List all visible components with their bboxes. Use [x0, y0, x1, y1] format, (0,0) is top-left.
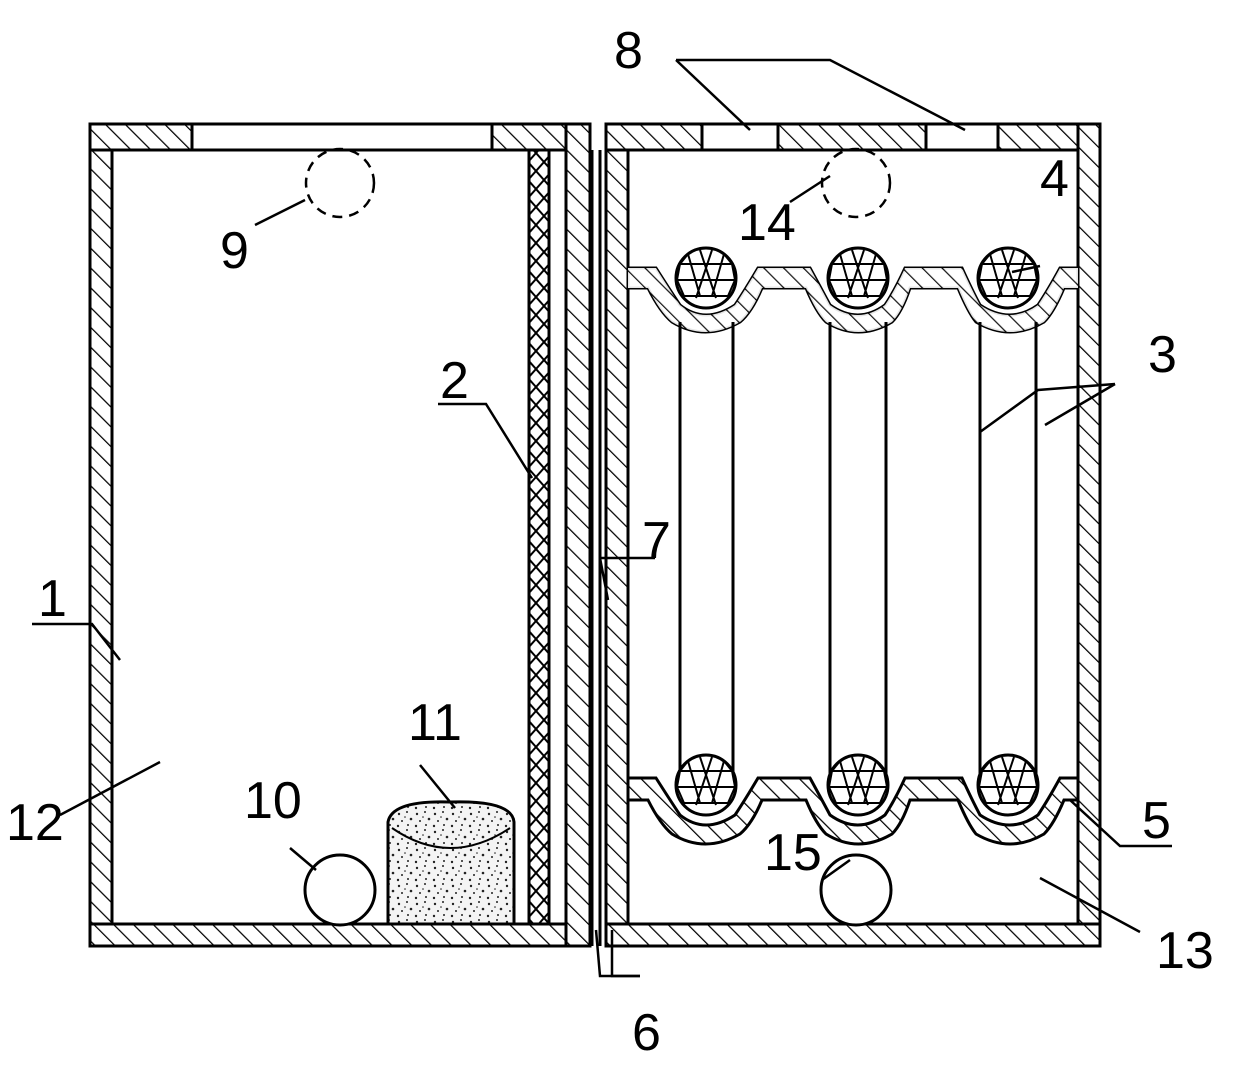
label-4: 4: [1040, 150, 1069, 208]
block-11: [386, 800, 516, 926]
label-8: 8: [614, 22, 643, 80]
label-5: 5: [1142, 792, 1171, 850]
right-chamber: [604, 122, 1102, 948]
heat-exchange-tubes: [678, 322, 1038, 778]
callout-labels: 1 2 3 4 5 6 7 8 9 10 11 12 13 14 15: [6, 22, 1214, 1062]
label-7: 7: [642, 512, 671, 570]
leader-lines: [32, 58, 1172, 978]
label-3: 3: [1148, 326, 1177, 384]
label-12: 12: [6, 794, 64, 852]
label-2: 2: [440, 352, 469, 410]
mesh-filter: [527, 148, 551, 926]
left-chamber: [88, 122, 592, 948]
pump-10: [303, 853, 377, 927]
label-11: 11: [408, 694, 462, 752]
fan-14: [820, 147, 892, 219]
label-13: 13: [1156, 922, 1214, 980]
label-1: 1: [38, 570, 67, 628]
label-15: 15: [764, 824, 822, 882]
label-9: 9: [220, 222, 249, 280]
fan-9: [304, 147, 376, 219]
label-6: 6: [632, 1004, 661, 1062]
label-14: 14: [738, 194, 796, 252]
label-10: 10: [244, 772, 302, 830]
lower-tube-plate: [626, 776, 1080, 846]
pump-15: [819, 853, 893, 927]
divider-plate-6: [590, 150, 602, 946]
upper-tube-plate: [628, 266, 1078, 334]
